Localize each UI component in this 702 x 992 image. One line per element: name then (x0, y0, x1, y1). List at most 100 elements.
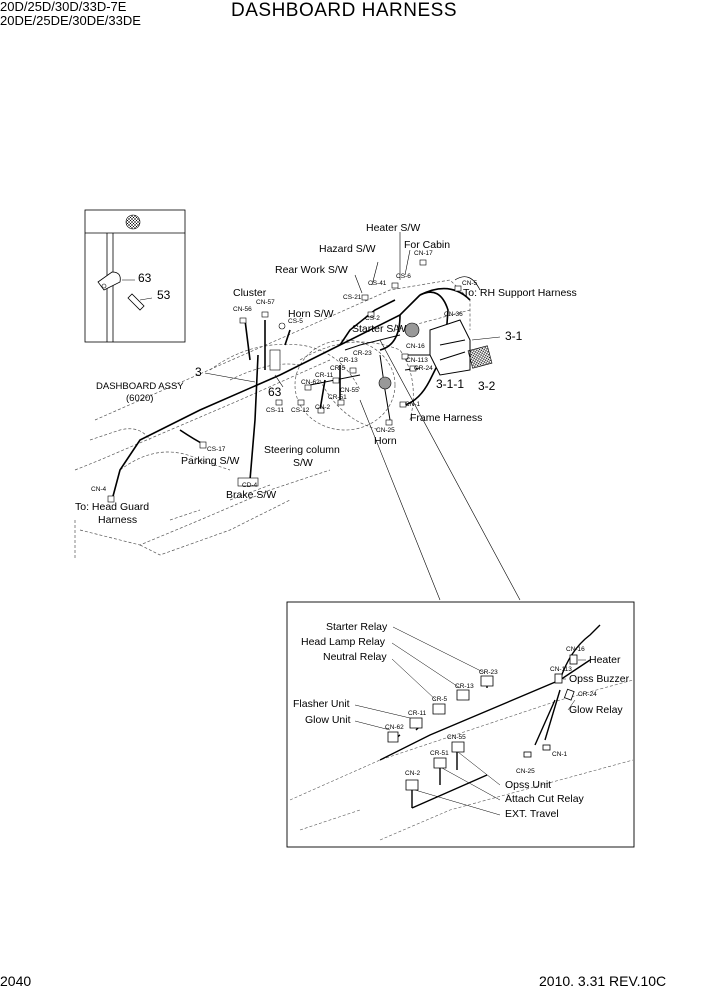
starter-switch-grommet (404, 322, 420, 338)
code-cs2: CS-2 (365, 315, 380, 322)
detail-code-cr23: CR-23 (479, 669, 498, 676)
code-cn1: CN-1 (405, 401, 421, 408)
label-glow-unit: Glow Unit (305, 714, 351, 726)
code-cr5: CR-5 (330, 365, 346, 372)
detail-code-cn2: CN-2 (405, 770, 421, 777)
code-cs11: CS-11 (266, 407, 284, 414)
code-cn113: CN-113 (406, 357, 428, 364)
detail-box (286, 601, 635, 848)
code-cr23: CR-23 (353, 350, 372, 357)
detail-code-cn25: CN-25 (516, 768, 535, 775)
label-to-rh-support: To: RH Support Harness (463, 287, 577, 299)
code-cn57: CN-57 (256, 299, 275, 306)
steering-column-outline (294, 339, 396, 431)
code-cn4: CN-4 (91, 486, 107, 493)
detail-code-cr11: CR-11 (408, 710, 427, 717)
inset-box (84, 209, 186, 343)
label-heater: Heater (589, 654, 621, 666)
detail-code-cr5: CR-5 (432, 696, 448, 703)
label-dashboard-assy-no: (6020) (126, 393, 154, 404)
detail-code-cr13: CR-13 (455, 683, 474, 690)
page-number: 2040 (0, 973, 32, 989)
label-parking-sw: Parking S/W (181, 455, 240, 467)
detail-code-cr51: CR-51 (430, 750, 449, 757)
code-cr51: CR-51 (328, 394, 347, 401)
callout-3-1: 3-1 (505, 329, 523, 343)
relay-cn62 (387, 731, 399, 743)
code-cd4: CD-4 (242, 482, 258, 489)
code-cs41: CS-41 (368, 280, 387, 287)
model-line-1: 20D/25D/30D/33D-7E (0, 0, 127, 14)
code-cn55: CN-55 (340, 387, 359, 394)
label-cluster: Cluster (233, 287, 267, 299)
code-cs12: CS-12 (291, 407, 310, 414)
label-steering-sw: S/W (293, 457, 313, 469)
code-cs6: CS-6 (396, 273, 411, 280)
label-attach-cut-relay: Attach Cut Relay (505, 793, 584, 805)
relay-cr51 (433, 757, 447, 769)
relay-cr11 (409, 717, 423, 729)
detail-code-cn113: CN-113 (550, 666, 572, 673)
model-line-2: 20DE/25DE/30DE/33DE (0, 13, 141, 28)
relay-cr23 (480, 675, 494, 687)
relay-cn55 (451, 741, 465, 753)
label-heater-sw: Heater S/W (366, 222, 421, 234)
relay-cr5 (432, 703, 446, 715)
code-cs17: CS-17 (207, 446, 226, 453)
label-neutral-relay: Neutral Relay (323, 651, 387, 663)
revision-date: 2010. 3.31 REV.10C (539, 973, 667, 989)
label-steering-column: Steering column (264, 444, 340, 456)
main-harness-line (111, 294, 421, 501)
label-to-head-guard: To: Head Guard (75, 501, 150, 513)
label-frame-harness: Frame Harness (410, 412, 483, 424)
label-starter-sw: Starter S/W (352, 323, 407, 335)
label-ext-travel: EXT. Travel (505, 808, 559, 820)
detail-code-cn1: CN-1 (552, 751, 568, 758)
dashboard-outline (94, 279, 471, 421)
page-title: DASHBOARD HARNESS (231, 0, 457, 21)
code-cn62: CN-62 (301, 379, 320, 386)
code-cn17: CN-17 (414, 250, 433, 257)
label-starter-relay: Starter Relay (326, 621, 388, 633)
label-flasher-unit: Flasher Unit (293, 698, 350, 710)
code-cr24: CR-24 (414, 365, 433, 372)
detail-code-cn16: CN-16 (566, 646, 585, 653)
label-rear-work-sw: Rear Work S/W (275, 264, 348, 276)
label-glow-relay: Glow Relay (569, 704, 623, 716)
code-cr11: CR-11 (315, 372, 334, 379)
label-horn-sw: Horn S/W (288, 308, 334, 320)
label-for-cabin: For Cabin (404, 239, 451, 251)
callout-63: 63 (268, 385, 282, 399)
detail-harness-line (379, 659, 591, 761)
callout-3-2: 3-2 (478, 379, 496, 393)
label-opss-buzzer: Opss Buzzer (569, 673, 630, 685)
relay-box (429, 319, 471, 376)
label-brake-sw: Brake S/W (226, 489, 277, 501)
callout-53: 53 (157, 288, 171, 302)
detail-code-cr24: CR-24 (578, 691, 597, 698)
code-cn56: CN-56 (233, 306, 252, 313)
callout-3-1-1: 3-1-1 (436, 377, 465, 391)
grid-panel-3-2 (467, 345, 493, 369)
relay-cn2 (405, 779, 419, 791)
label-hazard-sw: Hazard S/W (319, 243, 376, 255)
code-cn16: CN-16 (406, 343, 425, 350)
horn-grommet (378, 376, 392, 390)
callout-63-inset: 63 (138, 271, 152, 285)
code-cn25: CN-25 (376, 427, 395, 434)
detail-code-cn62: CN-62 (385, 724, 404, 731)
label-dashboard-assy: DASHBOARD ASSY (96, 381, 184, 392)
code-cn5: CN-5 (462, 280, 478, 287)
code-cs5: CS-5 (288, 318, 303, 325)
code-cs21: CS-21 (343, 294, 362, 301)
label-head-lamp-relay: Head Lamp Relay (301, 636, 386, 648)
detail-code-cn55: CN-55 (447, 734, 466, 741)
code-cr13: CR-13 (339, 357, 358, 364)
code-cn36: CN-36 (444, 311, 463, 318)
callout-3: 3 (195, 365, 202, 379)
label-harness: Harness (98, 514, 138, 526)
label-horn: Horn (374, 435, 397, 447)
label-opss-unit: Opss Unit (505, 779, 552, 791)
code-cn2: CN-2 (315, 404, 331, 411)
